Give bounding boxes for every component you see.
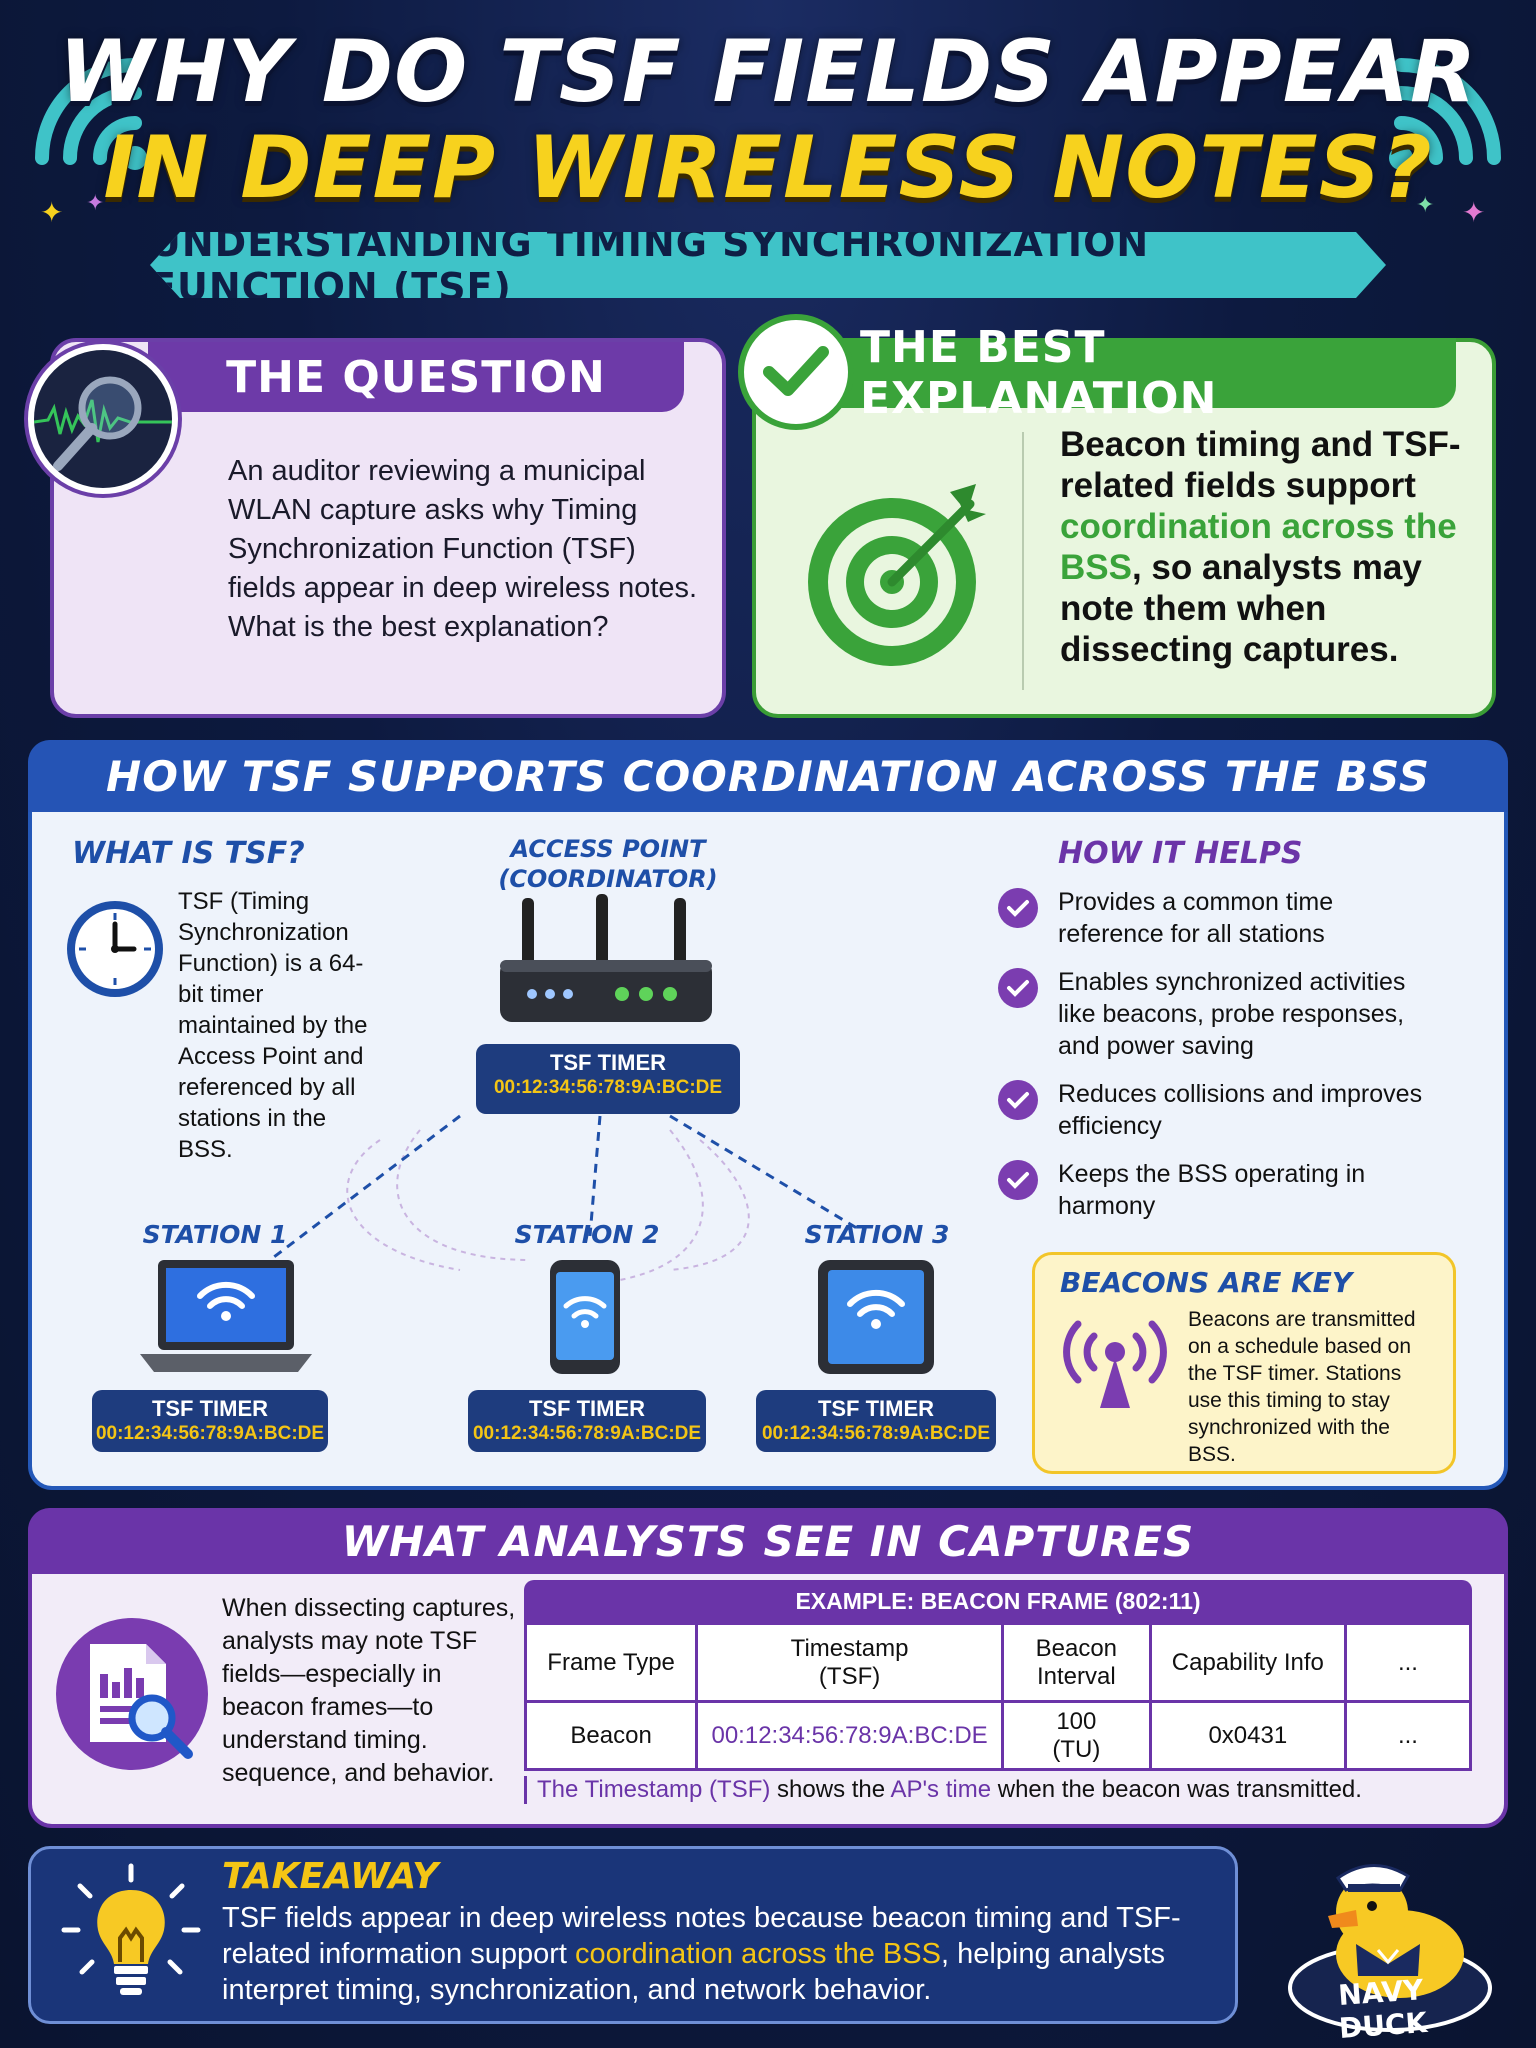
table-cell: Beacon: [523, 1700, 699, 1771]
explanation-body: Beacon timing and TSF-related fields sup…: [1060, 424, 1480, 670]
station-2-tsf-timer: TSF TIMER 00:12:34:56:78:9A:BC:DE: [468, 1390, 706, 1452]
timer-value: 00:12:34:56:78:9A:BC:DE: [761, 1423, 991, 1444]
access-point-label: ACCESS POINT (COORDINATOR): [478, 834, 738, 894]
timer-value: 00:12:34:56:78:9A:BC:DE: [95, 1423, 325, 1444]
takeaway-heading: TAKEAWAY: [222, 1856, 439, 1897]
brand-name: NAVY DUCK: [1337, 1973, 1429, 2045]
subtitle-text: UNDERSTANDING TIMING SYNCHRONIZATION FUN…: [150, 221, 1150, 309]
timer-value: 00:12:34:56:78:9A:BC:DE: [493, 1077, 723, 1098]
how-tsf-header: HOW TSF SUPPORTS COORDINATION ACROSS THE…: [28, 740, 1508, 812]
wifi-right-icon: [1389, 58, 1501, 170]
sparkle-icon: ✦: [86, 190, 105, 215]
explanation-header: THE BEST EXPLANATION: [800, 322, 1456, 424]
question-body: An auditor reviewing a municipal WLAN ca…: [228, 455, 698, 643]
beacon-frame-table: EXAMPLE: BEACON FRAME (802:11) Frame Typ…: [523, 1580, 1473, 1771]
column-header: Beacon Interval: [1000, 1622, 1152, 1703]
note-part: AP's time: [885, 1776, 998, 1803]
help-text: Reduces collisions and improves efficien…: [1058, 1080, 1423, 1140]
explanation-divider: [1022, 432, 1024, 690]
table-cell: 0x0431: [1148, 1700, 1347, 1771]
beacon-antenna-icon: [1063, 1320, 1167, 1408]
station-1-label: STATION 1: [142, 1220, 288, 1249]
check-icon: [998, 1160, 1038, 1200]
how-it-helps-heading: HOW IT HELPS: [1058, 836, 1303, 871]
table-row: Beacon 00:12:34:56:78:9A:BC:DE 100 (TU) …: [523, 1700, 1473, 1771]
station-3-label: STATION 3: [804, 1220, 950, 1249]
target-icon: [808, 484, 986, 666]
explanation-text-end: , so analysts may note them when dissect…: [1060, 548, 1422, 669]
note-part: The Timestamp: [537, 1776, 703, 1803]
access-point-tsf-timer: TSF TIMER 00:12:34:56:78:9A:BC:DE: [476, 1044, 740, 1114]
timer-label: TSF TIMER: [817, 1396, 935, 1421]
sparkle-icon: ✦: [1416, 192, 1435, 217]
table-title: EXAMPLE: BEACON FRAME (802:11): [524, 1580, 1472, 1622]
check-icon: [998, 1080, 1038, 1120]
laptop-icon: [140, 1260, 312, 1372]
timer-label: TSF TIMER: [528, 1396, 646, 1421]
table-cell: 00:12:34:56:78:9A:BC:DE: [695, 1700, 1004, 1771]
takeaway-body: TSF fields appear in deep wireless notes…: [222, 1900, 1222, 2008]
takeaway-text-start: TSF fields appear in deep wireless notes…: [222, 1902, 1181, 1970]
page-title-line-2: IN DEEP WIRELESS NOTES?: [103, 118, 1433, 218]
beacon-frame-grid: Frame Type Timestamp (TSF) Beacon Interv…: [523, 1622, 1473, 1771]
column-header: Capability Info: [1148, 1622, 1347, 1703]
help-text: Provides a common time reference for all…: [1058, 888, 1334, 948]
column-header: ...: [1343, 1622, 1473, 1703]
takeaway-highlight: coordination across the BSS: [575, 1938, 941, 1970]
station-2-label: STATION 2: [514, 1220, 660, 1249]
explanation-text-start: Beacon timing and TSF-related fields sup…: [1060, 425, 1461, 505]
how-tsf-heading: HOW TSF SUPPORTS COORDINATION ACROSS THE…: [106, 751, 1430, 801]
what-is-tsf-body: TSF (Timing Synchronization Function) is…: [178, 888, 368, 1163]
beacons-body: Beacons are transmitted on a schedule ba…: [1188, 1308, 1416, 1466]
lightbulb-icon: [61, 1863, 201, 1995]
note-part: when the beacon was transmitted.: [997, 1776, 1362, 1803]
analysts-body: When dissecting captures, analysts may n…: [222, 1594, 516, 1787]
question-header: THE QUESTION: [148, 342, 684, 412]
sparkle-icon: ✦: [40, 197, 64, 228]
table-header-row: Frame Type Timestamp (TSF) Beacon Interv…: [523, 1622, 1473, 1703]
network-links: [269, 1114, 861, 1281]
question-heading: THE QUESTION: [226, 351, 606, 403]
takeaway-text-end: , helping analysts interpret timing, syn…: [222, 1938, 1166, 2006]
explanation-heading: THE BEST EXPLANATION: [860, 322, 1218, 424]
page-title-line-1: WHY DO TSF FIELDS APPEAR: [58, 22, 1478, 122]
document-search-icon: [56, 1618, 208, 1770]
station-3-tsf-timer: TSF TIMER 00:12:34:56:78:9A:BC:DE: [756, 1390, 996, 1452]
table-note: The Timestamp (TSF) shows the AP's time …: [524, 1776, 1474, 1804]
check-icon: [998, 968, 1038, 1008]
checkmark-icon: [738, 314, 854, 430]
beacons-heading: BEACONS ARE KEY: [1060, 1266, 1353, 1299]
timer-label: TSF TIMER: [151, 1396, 269, 1421]
clock-icon: [67, 901, 163, 997]
access-point-label-line-2: (COORDINATOR): [498, 865, 718, 893]
check-icon: [998, 888, 1038, 928]
navy-duck-logo: [1288, 1864, 1492, 2032]
table-cell: ...: [1343, 1700, 1473, 1771]
beacons-box: [1032, 1252, 1456, 1474]
analysts-heading: WHAT ANALYSTS SEE IN CAPTURES: [341, 1516, 1195, 1566]
subtitle-banner: UNDERSTANDING TIMING SYNCHRONIZATION FUN…: [150, 232, 1386, 298]
sparkle-icon: ✦: [1462, 197, 1486, 228]
analysts-header: WHAT ANALYSTS SEE IN CAPTURES: [28, 1508, 1508, 1574]
station-1-tsf-timer: TSF TIMER 00:12:34:56:78:9A:BC:DE: [92, 1390, 328, 1452]
column-header: Frame Type: [523, 1622, 699, 1703]
column-header: Timestamp (TSF): [695, 1622, 1004, 1703]
note-part: shows the: [777, 1776, 886, 1803]
table-cell: 100 (TU): [1000, 1700, 1152, 1771]
tablet-icon: [818, 1260, 934, 1374]
magnifier-signal-icon: [28, 344, 178, 494]
explanation-highlight: coordination across the BSS: [1060, 507, 1457, 587]
router-icon: [500, 894, 712, 1022]
takeaway-card: [28, 1846, 1238, 2024]
note-part: (TSF): [702, 1776, 778, 1803]
wifi-left-icon: [35, 58, 147, 170]
timer-value: 00:12:34:56:78:9A:BC:DE: [472, 1423, 702, 1444]
help-text: Enables synchronized activities like bea…: [1058, 968, 1406, 1060]
help-text: Keeps the BSS operating in harmony: [1058, 1160, 1366, 1220]
access-point-label-line-1: ACCESS POINT: [510, 835, 706, 863]
what-is-tsf-heading: WHAT IS TSF?: [72, 836, 305, 871]
phone-icon: [550, 1260, 620, 1374]
timer-label: TSF TIMER: [549, 1050, 667, 1075]
